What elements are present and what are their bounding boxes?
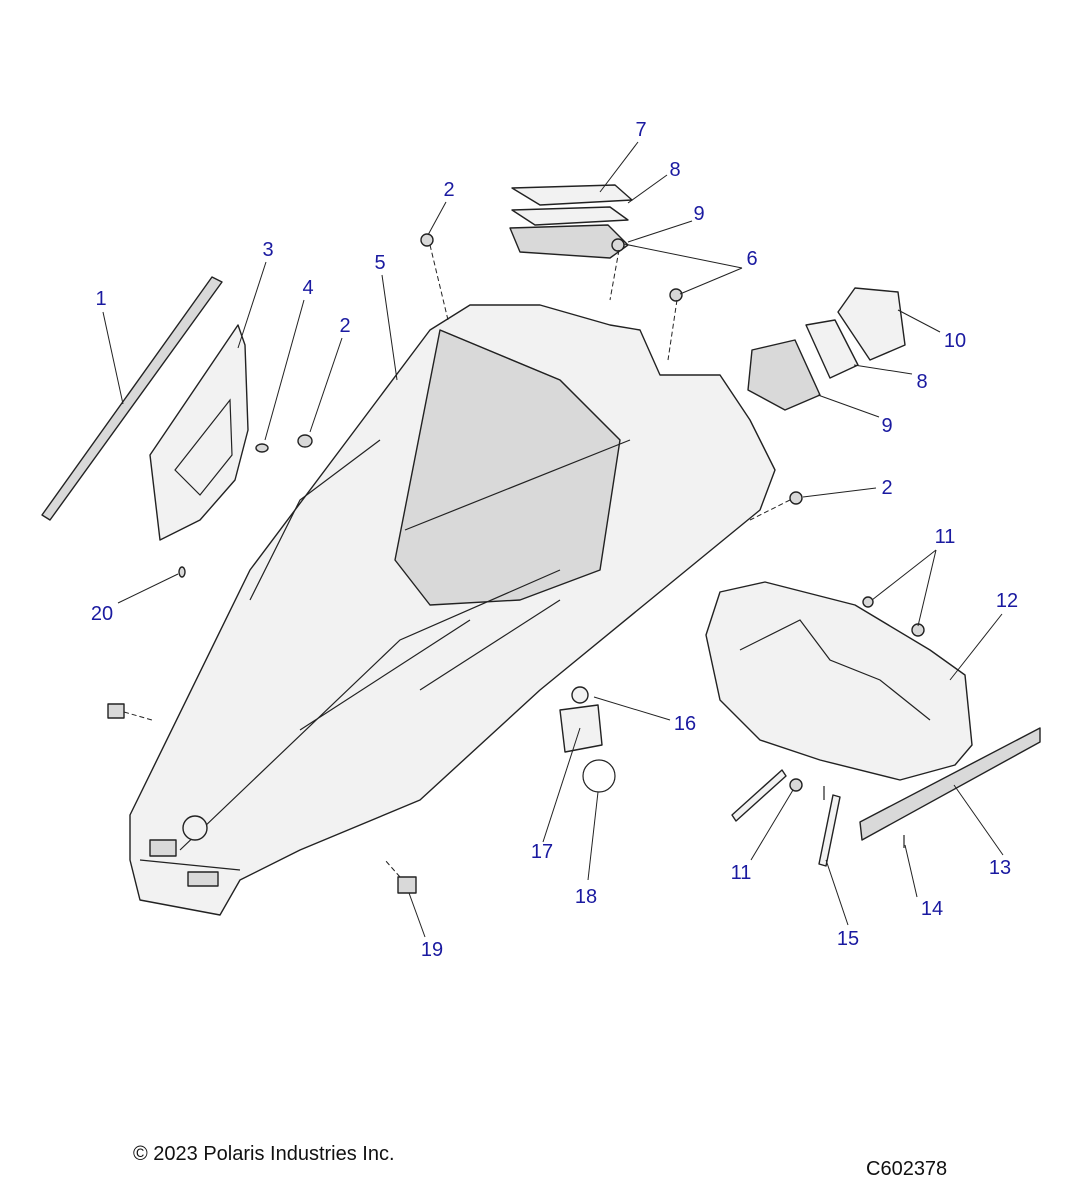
- dashed-lines: [123, 244, 791, 878]
- callout-11: 11: [934, 526, 956, 548]
- vent-assembly-side: [747, 287, 906, 411]
- fasteners-left: [107, 434, 313, 719]
- diagram-id: C602378: [866, 1158, 948, 1180]
- callout-18: 18: [574, 886, 598, 908]
- part-12-lower-panel: [705, 581, 973, 781]
- callout-20: 20: [90, 603, 114, 625]
- callout-13: 13: [988, 857, 1012, 879]
- callout-2: 2: [881, 477, 893, 499]
- callout-15: 15: [836, 928, 860, 950]
- callout-2: 2: [443, 179, 455, 201]
- callout-7: 7: [635, 119, 647, 141]
- callout-12: 12: [995, 590, 1019, 612]
- part-13-decal: [859, 727, 1041, 841]
- callout-9: 9: [881, 415, 893, 437]
- callout-5: 5: [374, 252, 386, 274]
- callout-19: 19: [420, 939, 444, 961]
- callout-9: 9: [693, 203, 705, 225]
- callout-17: 17: [530, 841, 554, 863]
- callout-6: 6: [746, 248, 758, 270]
- leader-lines: [102, 141, 1004, 938]
- callout-4: 4: [302, 277, 314, 299]
- callout-8: 8: [669, 159, 681, 181]
- callout-16: 16: [673, 713, 697, 735]
- callout-1: 1: [95, 288, 107, 310]
- part-5-hood: [129, 304, 776, 916]
- bracket-hardware: [397, 686, 616, 894]
- callout-2: 2: [339, 315, 351, 337]
- lower-hardware: [731, 769, 905, 867]
- part-1-trim-strip: [41, 276, 223, 521]
- callout-11: 11: [730, 862, 752, 884]
- callout-8: 8: [916, 371, 928, 393]
- callout-3: 3: [262, 239, 274, 261]
- copyright-text: © 2023 Polaris Industries Inc.: [133, 1143, 395, 1165]
- callout-10: 10: [943, 330, 967, 352]
- part-3-side-panel: [149, 324, 249, 541]
- callout-14: 14: [920, 898, 944, 920]
